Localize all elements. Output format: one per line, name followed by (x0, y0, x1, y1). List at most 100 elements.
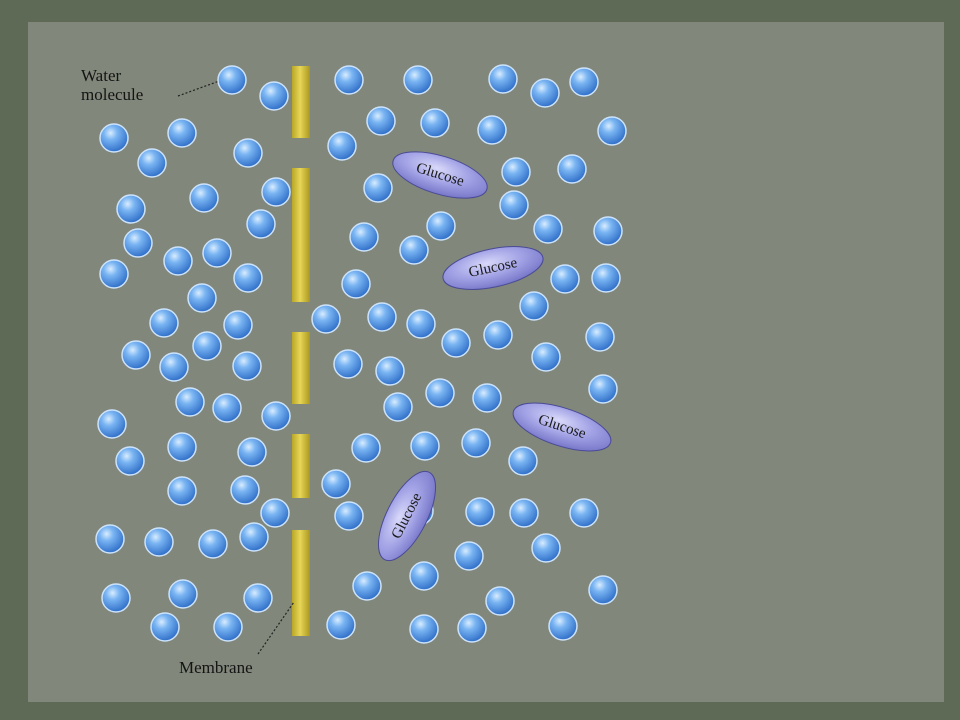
water-molecule (588, 575, 618, 605)
water-molecule (457, 613, 487, 643)
water-molecule (351, 433, 381, 463)
water-molecule (569, 67, 599, 97)
water-molecule (477, 115, 507, 145)
water-molecule (137, 148, 167, 178)
water-molecule (212, 393, 242, 423)
water-molecule (311, 304, 341, 334)
water-molecule (593, 216, 623, 246)
water-molecule (189, 183, 219, 213)
water-molecule (101, 583, 131, 613)
water-molecule (261, 401, 291, 431)
glucose-molecule: Glucose (512, 402, 612, 452)
water-molecule (168, 579, 198, 609)
water-label-line2: molecule (81, 85, 144, 104)
water-molecule (150, 612, 180, 642)
water-molecule (548, 611, 578, 641)
water-molecule (239, 522, 269, 552)
water-molecule (530, 78, 560, 108)
water-molecule (223, 310, 253, 340)
water-molecule (591, 263, 621, 293)
water-molecule (531, 533, 561, 563)
water-molecule (334, 65, 364, 95)
glucose-shape (442, 246, 544, 290)
water-molecule (341, 269, 371, 299)
water-molecule (588, 374, 618, 404)
water-molecule (334, 501, 364, 531)
water-molecule (409, 561, 439, 591)
membrane-segment (292, 168, 310, 302)
water-molecule (461, 428, 491, 458)
water-molecule (499, 190, 529, 220)
water-molecule (116, 194, 146, 224)
water-molecule (260, 498, 290, 528)
water-molecule (403, 65, 433, 95)
glucose-molecule: Glucose (377, 470, 437, 562)
water-molecule (349, 222, 379, 252)
water-molecule (144, 527, 174, 557)
glucose-molecule: Glucose (442, 246, 544, 290)
water-molecule (367, 302, 397, 332)
membrane-segment (292, 434, 310, 498)
water-molecule (192, 331, 222, 361)
water-molecule (410, 431, 440, 461)
water-molecule (508, 446, 538, 476)
water-molecule (261, 177, 291, 207)
membrane-label: Membrane (179, 658, 253, 677)
water-molecule (202, 238, 232, 268)
water-molecule (488, 64, 518, 94)
water-molecule (420, 108, 450, 138)
water-molecule (352, 571, 382, 601)
water-molecules (95, 64, 627, 644)
water-molecule (167, 432, 197, 462)
water-molecule (509, 498, 539, 528)
membrane-segment (292, 332, 310, 404)
water-molecule (406, 309, 436, 339)
water-molecule (533, 214, 563, 244)
water-molecule (326, 610, 356, 640)
glucose-molecule: Glucose (392, 151, 488, 199)
water-molecule (213, 612, 243, 642)
membrane (292, 66, 310, 636)
water-molecule-label: Water molecule (81, 66, 143, 104)
water-molecule (321, 469, 351, 499)
water-molecule (519, 291, 549, 321)
water-molecule (97, 409, 127, 439)
water-molecule (399, 235, 429, 265)
water-molecule (485, 586, 515, 616)
water-molecule (259, 81, 289, 111)
water-molecule (501, 157, 531, 187)
membrane-segment (292, 530, 310, 636)
water-molecule (115, 446, 145, 476)
water-molecule (163, 246, 193, 276)
water-molecule (531, 342, 561, 372)
water-molecule (167, 118, 197, 148)
water-molecule (383, 392, 413, 422)
water-molecule (409, 614, 439, 644)
water-molecule (230, 475, 260, 505)
water-molecule (99, 123, 129, 153)
water-label-line1: Water (81, 66, 122, 85)
water-molecule (95, 524, 125, 554)
water-molecule (465, 497, 495, 527)
water-molecule (123, 228, 153, 258)
water-molecule (217, 65, 247, 95)
water-molecule (175, 387, 205, 417)
water-molecule (333, 349, 363, 379)
water-molecule (121, 340, 151, 370)
water-molecule (198, 529, 228, 559)
water-molecule (233, 138, 263, 168)
water-molecule (425, 378, 455, 408)
water-molecule (557, 154, 587, 184)
water-molecule (597, 116, 627, 146)
water-molecule (243, 583, 273, 613)
membrane-segment (292, 66, 310, 138)
water-molecule (366, 106, 396, 136)
water-molecule (441, 328, 471, 358)
glucose-shape (377, 470, 437, 562)
water-molecule (167, 476, 197, 506)
water-molecule (585, 322, 615, 352)
water-molecule (99, 259, 129, 289)
